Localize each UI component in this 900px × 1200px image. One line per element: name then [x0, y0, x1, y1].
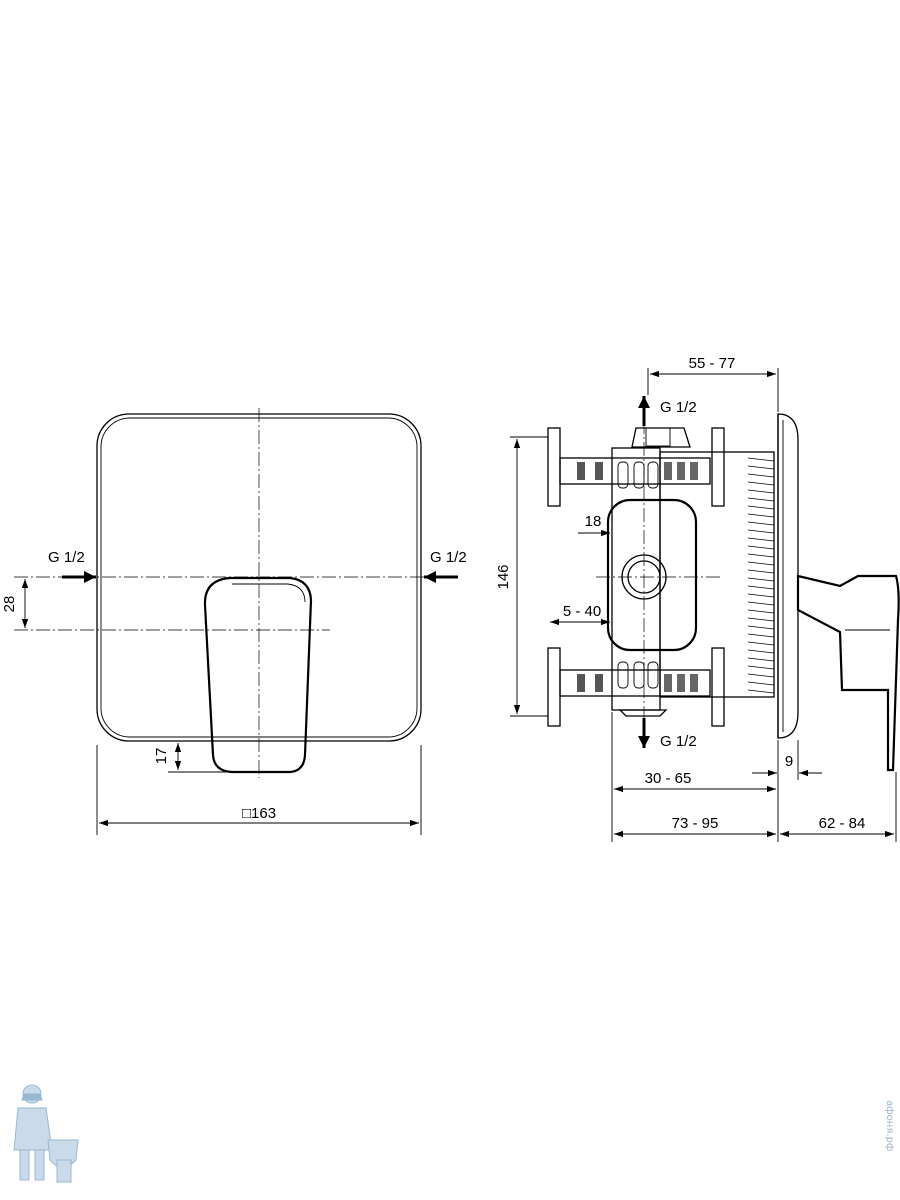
thread-line [747, 601, 775, 606]
side-rosette [777, 413, 799, 739]
dim-73-95-label: 73 - 95 [672, 815, 719, 832]
thread-line [747, 513, 775, 518]
side-inlet-bottom-label: G 1/2 [660, 733, 697, 750]
side-right-bracket-bottom [711, 647, 725, 727]
side-threaded-body [659, 451, 775, 698]
thread-line [747, 577, 775, 582]
watermark-site-text: афоня.рф [884, 1100, 895, 1151]
thread-line [747, 465, 775, 470]
thread-line [747, 689, 775, 694]
side-top-nut [631, 427, 691, 448]
dim-17-label: 17 [153, 748, 170, 765]
thread-line [747, 569, 775, 574]
dim-163-label: □163 [242, 805, 276, 822]
thread-line [747, 497, 775, 502]
side-rail-top [559, 457, 711, 485]
thread-line [747, 545, 775, 550]
thread-line [747, 609, 775, 614]
thread-line [747, 553, 775, 558]
thread-line [747, 457, 775, 462]
side-view: G 1/2 G 1/2 55 - 77 146 18 5 - 40 9 30 -… [495, 355, 900, 842]
plumber-mascot-logo [13, 1084, 79, 1183]
side-bottom-nut [618, 709, 668, 717]
dim-5-40-label: 5 - 40 [563, 603, 601, 620]
thread-line [747, 657, 775, 662]
thread-line [747, 489, 775, 494]
front-inlet-left-label: G 1/2 [48, 549, 85, 566]
side-lever [796, 574, 900, 772]
side-valve-core [606, 498, 698, 652]
dim-28-label: 28 [1, 596, 18, 613]
side-left-bracket-bottom [547, 647, 561, 727]
thread-line [747, 625, 775, 630]
dim-18-label: 18 [585, 513, 602, 530]
thread-line [747, 649, 775, 654]
thread-line [747, 641, 775, 646]
side-left-bracket-top [547, 427, 561, 507]
thread-line [747, 617, 775, 622]
thread-line [747, 481, 775, 486]
side-rail-bottom [559, 669, 711, 697]
side-thread-lines [747, 457, 775, 694]
front-lever [203, 576, 313, 774]
thread-line [747, 593, 775, 598]
thread-line [747, 681, 775, 686]
thread-line [747, 665, 775, 670]
front-lever-inner [232, 583, 306, 603]
front-inlet-right-label: G 1/2 [430, 549, 467, 566]
thread-line [747, 521, 775, 526]
dim-9-label: 9 [785, 753, 793, 770]
thread-line [747, 505, 775, 510]
side-inlet-top-label: G 1/2 [660, 399, 697, 416]
thread-line [747, 585, 775, 590]
thread-line [747, 537, 775, 542]
thread-line [747, 529, 775, 534]
dim-55-77-label: 55 - 77 [689, 355, 736, 372]
dim-30-65-label: 30 - 65 [645, 770, 692, 787]
thread-line [747, 473, 775, 478]
dim-62-84-label: 62 - 84 [819, 815, 866, 832]
side-right-bracket-top [711, 427, 725, 507]
thread-line [747, 633, 775, 638]
thread-line [747, 673, 775, 678]
front-view: G 1/2 G 1/2 28 17 □163 [1, 408, 467, 835]
dim-146-label: 146 [495, 564, 512, 589]
thread-line [747, 561, 775, 566]
